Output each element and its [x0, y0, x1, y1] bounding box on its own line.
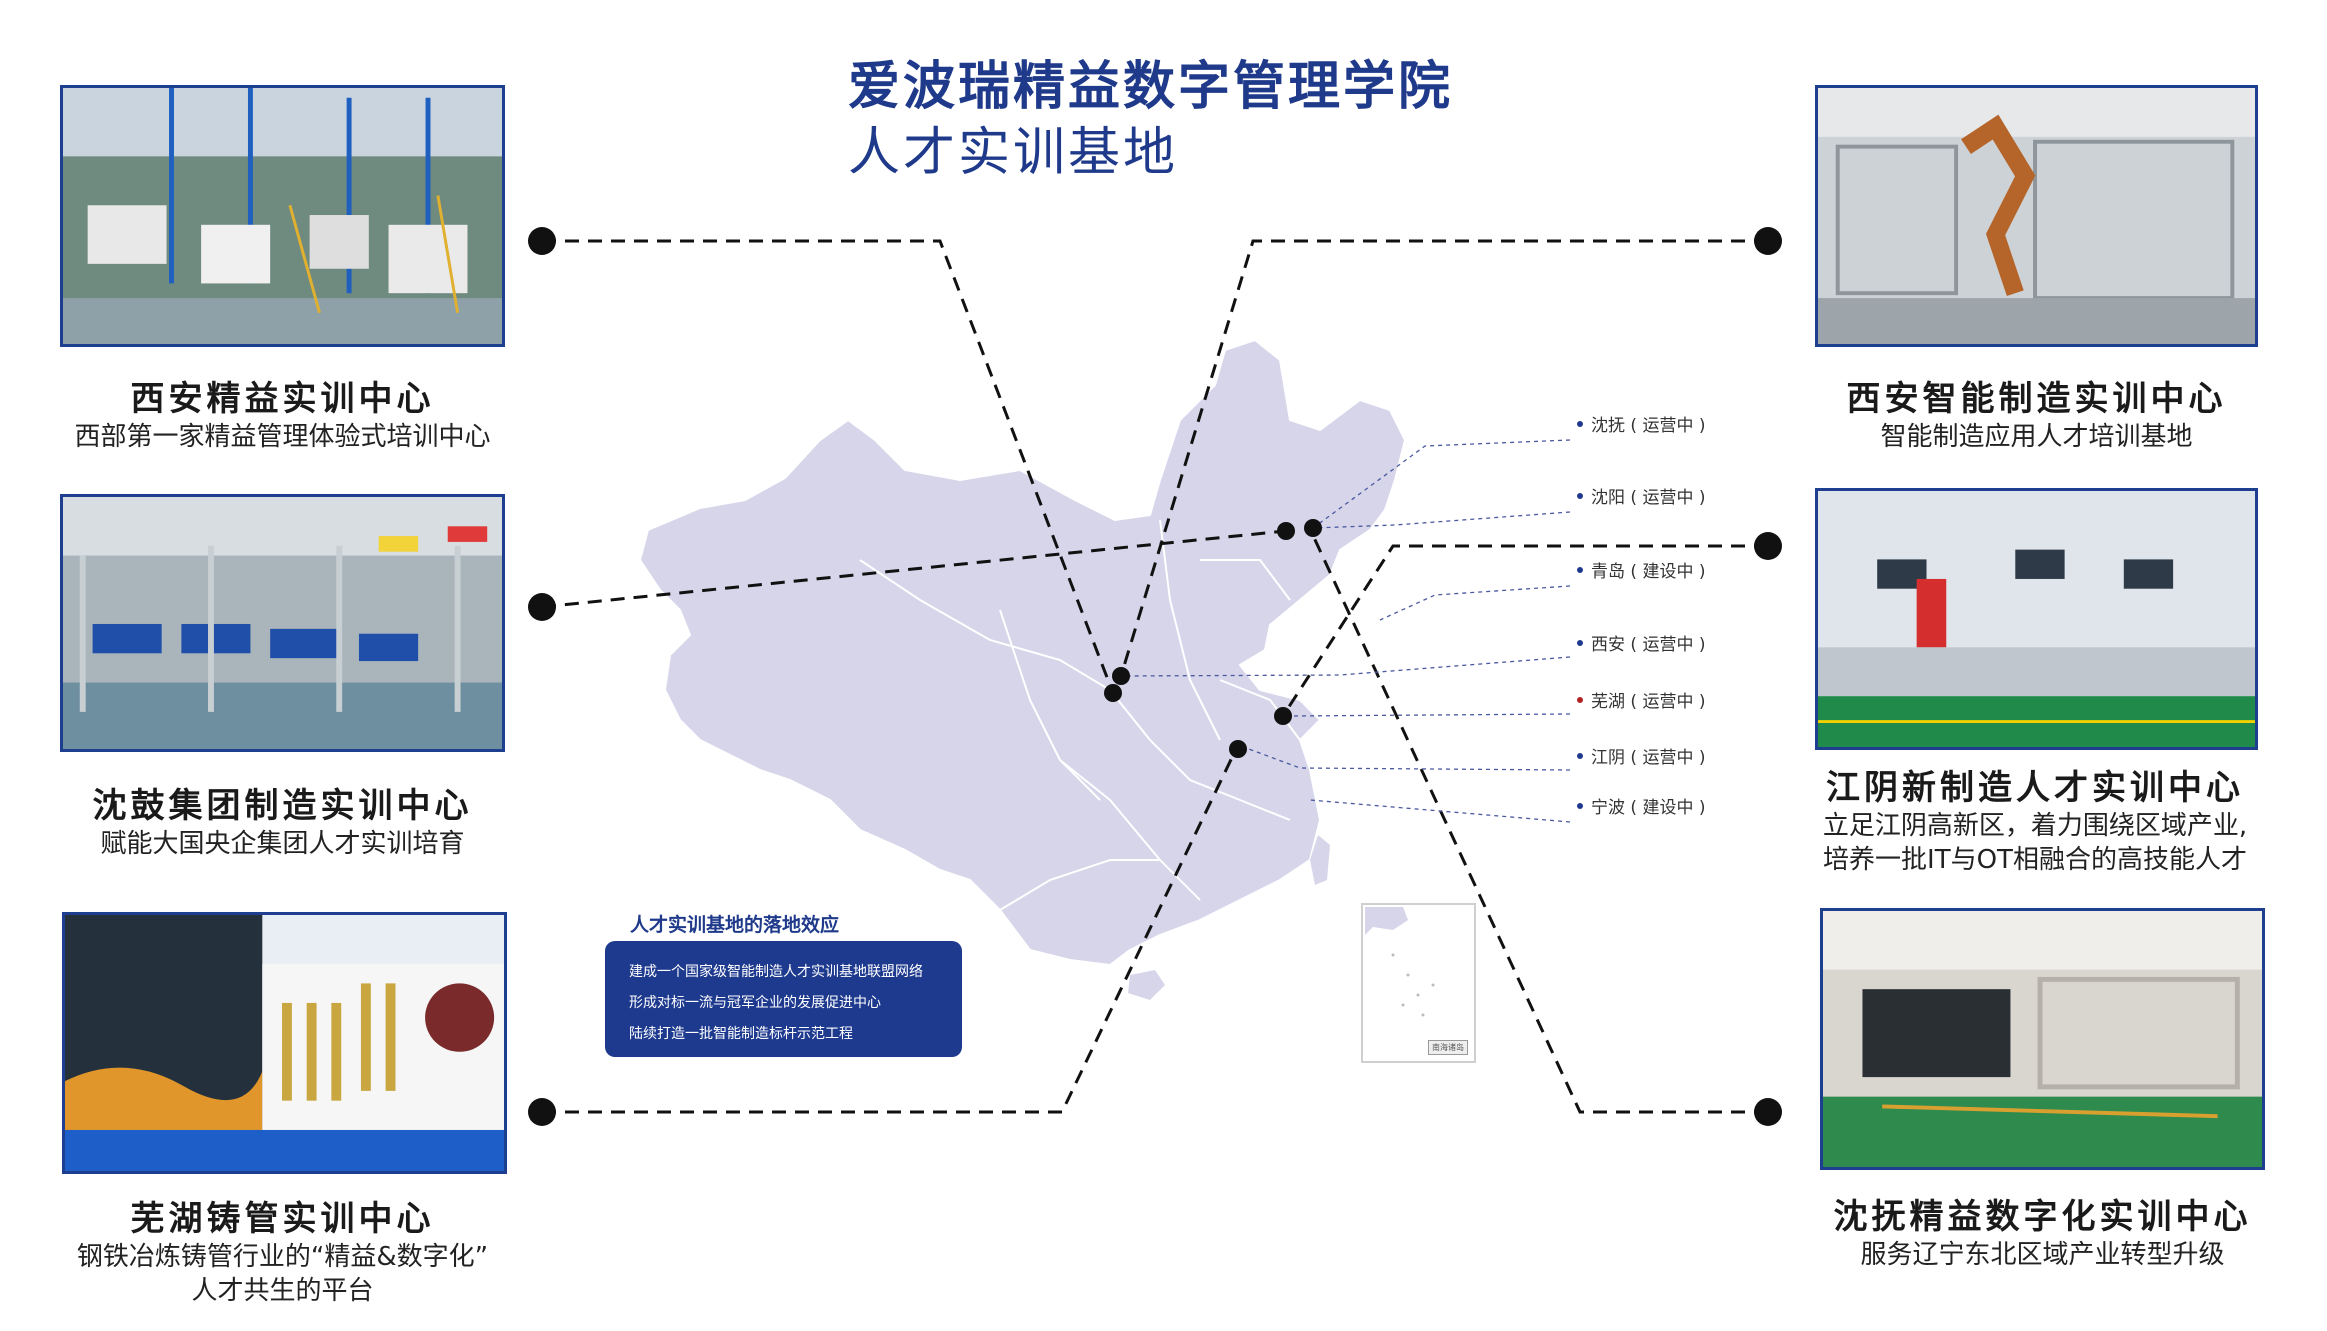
legend-item-wuhu: 芜湖 ( 运营中 )	[1577, 687, 1705, 712]
province-borders	[859, 519, 1301, 911]
connector-lines	[541, 239, 1768, 1114]
photo-xian-smart-center	[1815, 85, 2258, 347]
legend-dot	[1577, 566, 1583, 573]
effect-line: 陆续打造一批智能制造标杆示范工程	[629, 1026, 853, 1042]
center-desc: 赋能大国央企集团人才实训培育	[100, 829, 465, 860]
connector-wuhu	[542, 744, 1240, 1114]
legend-item-shenyang: 沈阳 ( 运营中 )	[1577, 483, 1705, 508]
effect-line: 建成一个国家级智能制造人才实训基地联盟网络	[629, 964, 923, 980]
legend-label: 沈阳 ( 运营中 )	[1591, 488, 1706, 508]
connector-shenfu	[1308, 528, 1768, 1114]
center-desc: 西部第一家精益管理体验式培训中心	[74, 422, 491, 453]
legend-item-ningbo: 宁波 ( 建设中 )	[1577, 793, 1705, 818]
caption-xian-lean: 西安精益实训中心 西部第一家精益管理体验式培训中心	[60, 377, 505, 455]
caption-jiangyin: 江阴新制造人才实训中心 立足江阴高新区，着力围绕区域产业, 培养一批IT与OT相…	[1780, 766, 2290, 878]
city-dots	[1104, 519, 1322, 758]
legend-item-jiangyin: 江阴 ( 运营中 )	[1577, 743, 1705, 768]
city-dot-jiangyin	[1274, 707, 1292, 725]
photo-shengu-center	[60, 494, 505, 752]
connector-xian-smart	[1119, 239, 1768, 677]
legend-dot	[1577, 752, 1583, 759]
page-title: 爱波瑞精益数字管理学院	[848, 57, 1454, 117]
hainan-island	[1128, 970, 1165, 1000]
legend-dot	[1577, 696, 1583, 703]
center-desc: 培养一批IT与OT相融合的高技能人才	[1823, 844, 2247, 875]
caption-shenfu: 沈抚精益数字化实训中心 服务辽宁东北区域产业转型升级	[1800, 1195, 2285, 1273]
legend-label: 宁波 ( 建设中 )	[1591, 798, 1706, 818]
photo-jiangyin-center	[1815, 488, 2258, 750]
photo-xian-lean-center	[60, 85, 505, 347]
legend-item-qingdao: 青岛 ( 建设中 )	[1577, 557, 1705, 582]
legend-dot	[1577, 492, 1583, 499]
legend-item-xian: 西安 ( 运营中 )	[1577, 630, 1705, 655]
effect-line: 形成对标一流与冠军企业的发展促进中心	[629, 995, 881, 1011]
center-desc: 智能制造应用人才培训基地	[1880, 422, 2193, 453]
connector-jiangyin	[1281, 544, 1768, 717]
connector-xian-lean	[542, 239, 1115, 694]
legend-dot	[1577, 639, 1583, 646]
caption-shengu: 沈鼓集团制造实训中心 赋能大国央企集团人才实训培育	[60, 784, 505, 862]
inset-label: 南海诸岛	[1428, 1040, 1468, 1055]
legend-label: 青岛 ( 建设中 )	[1591, 562, 1706, 582]
page-subtitle: 人才实训基地	[848, 123, 1179, 183]
effect-box: 建成一个国家级智能制造人才实训基地联盟网络 形成对标一流与冠军企业的发展促进中心…	[605, 941, 962, 1057]
photo-wuhu-center	[62, 912, 507, 1174]
center-title: 西安智能制造实训中心	[1846, 379, 2227, 419]
center-desc: 钢铁冶炼铸管行业的“精益&数字化”	[76, 1242, 489, 1273]
china-map	[638, 338, 1407, 967]
center-desc: 立足江阴高新区，着力围绕区域产业,	[1822, 811, 2248, 842]
city-dot-xian-b	[1104, 684, 1122, 702]
center-title: 西安精益实训中心	[130, 379, 435, 419]
center-desc: 人才共生的平台	[191, 1275, 374, 1306]
inset-map	[1365, 907, 1435, 1017]
legend-item-shenfu: 沈抚 ( 运营中 )	[1577, 411, 1705, 436]
city-dot-wuhu	[1229, 740, 1247, 758]
legend-dot	[1577, 420, 1583, 427]
center-title: 芜湖铸管实训中心	[130, 1199, 435, 1239]
center-title: 沈抚精益数字化实训中心	[1833, 1197, 2252, 1237]
legend-label: 沈抚 ( 运营中 )	[1591, 416, 1706, 436]
legend-dot	[1577, 802, 1583, 809]
south-china-sea-inset: 南海诸岛	[1361, 903, 1476, 1063]
legend-label: 西安 ( 运营中 )	[1591, 635, 1706, 655]
center-title: 沈鼓集团制造实训中心	[92, 786, 473, 826]
photo-shenfu-center	[1820, 908, 2265, 1170]
taiwan-island	[1310, 835, 1330, 885]
city-dot-shenfu	[1304, 519, 1322, 537]
legend-label: 芜湖 ( 运营中 )	[1591, 692, 1706, 712]
effect-title: 人才实训基地的落地效应	[630, 914, 840, 936]
caption-wuhu: 芜湖铸管实训中心 钢铁冶炼铸管行业的“精益&数字化” 人才共生的平台	[30, 1197, 535, 1309]
legend-leaders	[1120, 439, 1571, 823]
center-desc: 服务辽宁东北区域产业转型升级	[1860, 1240, 2225, 1271]
caption-xian-smart: 西安智能制造实训中心 智能制造应用人才培训基地	[1815, 377, 2258, 455]
center-title: 江阴新制造人才实训中心	[1826, 768, 2244, 808]
legend-label: 江阴 ( 运营中 )	[1591, 748, 1706, 768]
city-dot-xian-a	[1112, 667, 1130, 685]
city-dot-shenyang	[1277, 522, 1295, 540]
endpoint-dots	[528, 227, 1782, 1126]
